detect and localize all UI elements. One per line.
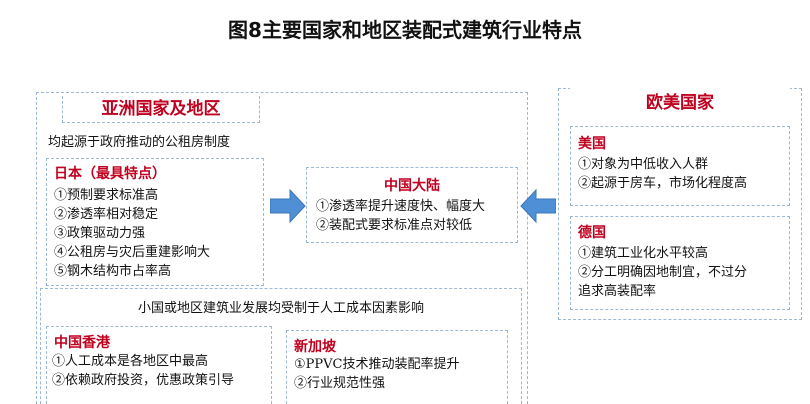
asia-header: 亚洲国家及地区 xyxy=(62,96,260,123)
west-header: 欧美国家 xyxy=(570,88,790,118)
list-item: ③政策驱动力强 xyxy=(54,226,146,241)
usa-box xyxy=(570,126,790,206)
germany-heading: 德国 xyxy=(578,225,606,241)
usa-heading: 美国 xyxy=(578,136,606,152)
list-item: ①预制要求标准高 xyxy=(54,188,159,203)
usa-list: ①对象为中低收入人群 ②起源于房车，市场化程度高 xyxy=(578,155,747,193)
list-item: ②行业规范性强 xyxy=(294,376,386,391)
singapore-box xyxy=(286,330,508,404)
japan-list: ①预制要求标准高 ②渗透率相对稳定 ③政策驱动力强 ④公租房与灾后重建影响大 ⑤… xyxy=(54,186,210,281)
hongkong-box xyxy=(46,326,272,404)
list-item: ②依赖政府投资，优惠政策引导 xyxy=(52,373,235,388)
list-item: ①建筑工业化水平较高 xyxy=(578,246,709,261)
list-item: ④公租房与灾后重建影响大 xyxy=(54,245,211,260)
list-item: ②分工明确因地制宜，不过分 xyxy=(578,265,748,280)
germany-list: ①建筑工业化水平较高 ②分工明确因地制宜，不过分 追求高装配率 xyxy=(578,244,747,301)
list-item: ②装配式要求标准点对较低 xyxy=(316,218,473,233)
list-item: ①PPVC技术推动装配率提升 xyxy=(294,357,460,372)
japan-box xyxy=(46,158,264,286)
hongkong-list: ①人工成本是各地区中最高 ②依赖政府投资，优惠政策引导 xyxy=(52,352,234,390)
list-item: 追求高装配率 xyxy=(578,284,657,299)
japan-heading: 日本（最具特点） xyxy=(54,166,166,182)
list-item: ①人工成本是各地区中最高 xyxy=(52,354,209,369)
small-region-box xyxy=(40,288,522,404)
arrow-left-icon xyxy=(520,188,556,224)
list-item: ①对象为中低收入人群 xyxy=(578,157,709,172)
asia-region-box xyxy=(36,92,528,404)
china-box xyxy=(306,167,518,243)
asia-intro: 均起源于政府推动的公租房制度 xyxy=(48,135,231,150)
figure-title: 图8主要国家和地区装配式建筑行业特点 xyxy=(228,18,582,42)
small-note: 小国或地区建筑业发展均受制于人工成本因素影响 xyxy=(137,301,424,316)
china-list: ①渗透率提升速度快、幅度大 ②装配式要求标准点对较低 xyxy=(316,197,485,235)
list-item: ②起源于房车，市场化程度高 xyxy=(578,176,748,191)
hongkong-heading: 中国香港 xyxy=(54,335,110,351)
arrow-right-icon xyxy=(270,188,306,224)
singapore-list: ①PPVC技术推动装配率提升 ②行业规范性强 xyxy=(294,355,459,393)
china-heading: 中国大陆 xyxy=(384,178,440,194)
singapore-heading: 新加坡 xyxy=(294,339,336,355)
list-item: ①渗透率提升速度快、幅度大 xyxy=(316,199,486,214)
list-item: ⑤钢木结构市占率高 xyxy=(54,264,172,279)
list-item: ②渗透率相对稳定 xyxy=(54,207,159,222)
germany-box xyxy=(570,216,790,310)
